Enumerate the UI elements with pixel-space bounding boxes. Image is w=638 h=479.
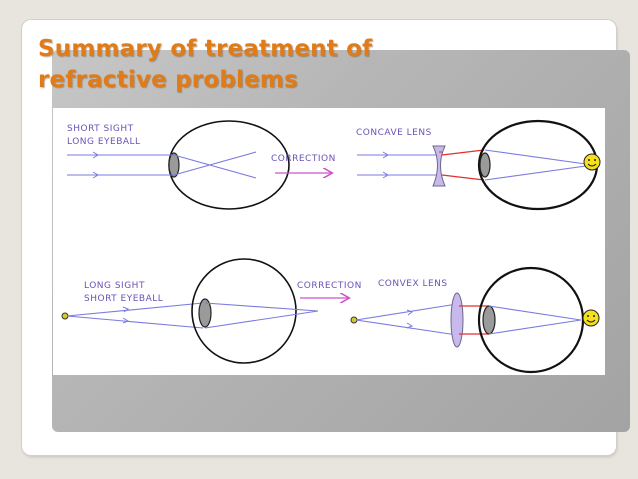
diverging-ray-upper	[441, 149, 485, 156]
concave-lens-label: CONCAVE LENS	[356, 128, 432, 138]
slide-title: Summary of treatment of refractive probl…	[38, 34, 558, 96]
hyperopic-eye-lens	[198, 298, 212, 328]
refracted-ray-upper	[204, 302, 319, 312]
diverging-source-ray-lower	[66, 315, 204, 329]
ray-arrow-head	[382, 151, 389, 159]
focused-ray-lower	[488, 319, 582, 335]
refracted-ray-lower	[204, 310, 319, 329]
slide-title-line-1: Summary of treatment of	[38, 36, 373, 62]
short-sight-section: SHORT SIGHT LONG EYEBALL CORRECTION CONC…	[67, 119, 601, 211]
refraction-diagram-svg: SHORT SIGHT LONG EYEBALL CORRECTION CONC…	[61, 119, 601, 374]
slide-title-line-2: refractive problems	[38, 67, 298, 93]
long-eyeball-label: LONG EYEBALL	[67, 137, 141, 147]
ray-arrow-head	[406, 322, 414, 329]
convex-lens	[450, 292, 464, 348]
corrected-myopic-eyeball	[477, 119, 599, 211]
ray-arrow-head	[92, 151, 99, 159]
myopic-eye-lens	[168, 152, 180, 178]
correction-label-bottom: CORRECTION	[297, 281, 362, 291]
ray-arrow-head	[122, 306, 130, 313]
short-eyeball-label: SHORT EYEBALL	[84, 294, 163, 304]
diverging-ray-lower	[441, 174, 485, 181]
short-sight-label: SHORT SIGHT	[67, 124, 134, 134]
focused-ray-upper	[488, 305, 582, 321]
diverging-source-ray-upper	[355, 303, 458, 321]
ray-arrow-head	[382, 171, 389, 179]
ray-arrow-head	[122, 317, 130, 324]
corrected-eye-lens	[479, 152, 491, 178]
ray-arrow-head	[92, 171, 99, 179]
convex-lens-label: CONVEX LENS	[378, 279, 448, 289]
focused-ray-lower	[484, 164, 594, 181]
diverging-source-ray-upper	[66, 302, 204, 317]
myopic-eyeball	[168, 120, 290, 210]
long-sight-label: LONG SIGHT	[84, 281, 145, 291]
refracted-ray-upper	[173, 154, 257, 179]
correction-label-top: CORRECTION	[271, 154, 336, 164]
smiley-face-icon	[582, 309, 600, 327]
ray-arrow-head	[406, 309, 414, 316]
hyperopic-eyeball	[191, 258, 297, 364]
refracted-ray-lower	[173, 151, 257, 176]
long-sight-section: LONG SIGHT SHORT EYEBALL CORRECTION CONV…	[61, 258, 600, 374]
focused-ray-upper	[484, 149, 594, 166]
smiley-face-icon	[583, 153, 601, 171]
concave-lens	[432, 145, 446, 187]
corrected-eye-lens	[482, 305, 496, 335]
diverging-source-ray-lower	[355, 319, 458, 336]
refraction-diagram: SHORT SIGHT LONG EYEBALL CORRECTION CONC…	[53, 108, 605, 375]
